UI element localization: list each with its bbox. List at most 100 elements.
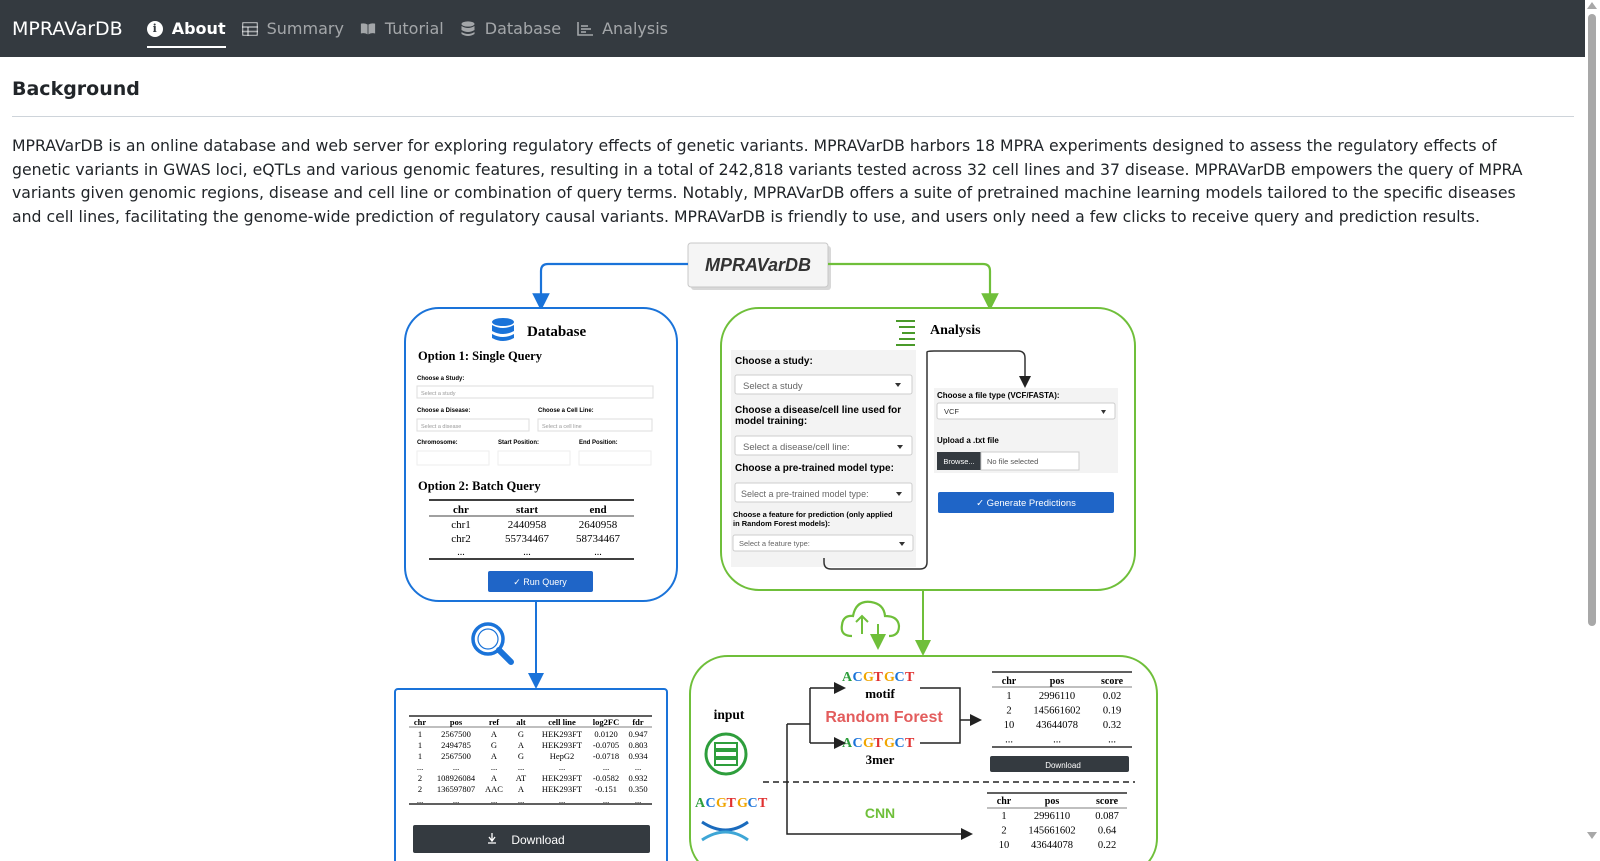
results-cell: ... [603,795,609,805]
score-cell: 145661602 [1028,826,1075,837]
results-header: pos [450,717,463,727]
nav-item-about[interactable]: i About [139,0,234,57]
results-cell: ... [491,795,497,805]
results-cell: 1 [418,729,422,739]
scroll-down-arrow-icon[interactable] [1587,832,1597,839]
base-letter: G [884,736,895,751]
results-cell: ... [417,762,423,772]
score-header: score [1096,796,1119,807]
database-panel: Database Option 1: Single Query Choose a… [404,307,678,602]
generate-predictions-label: ✓ Generate Predictions [976,498,1076,509]
scroll-up-arrow-icon[interactable] [1587,2,1597,9]
results-cell: A [518,740,525,750]
results-cell: ... [559,762,565,772]
score-cell: 2 [1006,706,1011,717]
main-content: Background MPRAVarDB is an online databa… [12,57,1574,228]
score-cell: 2 [1001,826,1006,837]
results-header: fdr [632,717,644,727]
study-label: Choose a Study: [417,376,464,382]
diagram-title-box: MPRAVarDB [687,242,831,290]
motif-label: motif [865,686,895,701]
results-cell: A [518,784,525,794]
results-cell: ... [453,762,459,772]
run-query-button [488,571,593,592]
results-cell: AT [516,773,527,783]
results-cell: HEK293FT [542,729,583,739]
results-cell: 2567500 [441,729,471,739]
analysis-panel-title: Analysis [930,323,981,338]
analysis-icon [896,320,915,346]
info-circle-icon: i [146,20,163,37]
base-letter: T [758,796,768,811]
end-position-label: End Position: [579,440,618,446]
score-cell: ... [1053,735,1061,746]
run-query-label: ✓ Run Query [513,577,567,587]
score-cell: ... [1005,735,1013,746]
database-icon [492,318,514,341]
disease-label: Choose a Disease: [417,408,470,414]
start-position-label: Start Position: [498,440,539,446]
cnn-label: CNN [865,805,895,821]
file-type-label: Choose a file type (VCF/FASTA): [937,391,1060,400]
results-cell: 0.0120 [594,729,617,739]
batch-query-label: Option 2: Batch Query [418,479,541,493]
base-letter: C [853,670,863,685]
nav-item-summary[interactable]: Summary [234,0,352,57]
diagram-title: MPRAVarDB [705,255,811,275]
results-cell: 0.350 [628,784,647,794]
results-cell: ... [491,762,497,772]
upload-label: Upload a .txt file [937,436,999,445]
brand-logo[interactable]: MPRAVarDB [12,17,123,40]
results-cell: AAC [485,784,503,794]
batch-cell: chr2 [451,533,471,545]
score-cell: 43644078 [1036,720,1078,731]
rf-download-label: Download [1045,761,1081,770]
batch-cell: 55734467 [505,533,550,545]
score-cell: 10 [1004,720,1015,731]
score-cell: 0.19 [1103,706,1121,717]
score-header: chr [997,796,1012,807]
page-title: Background [12,78,140,100]
page-scrollbar[interactable] [1585,0,1600,861]
base-letter: T [905,670,915,685]
scrollbar-thumb[interactable] [1588,14,1596,626]
cell-line-select: Select a cell line [542,424,582,430]
batch-col-end: end [589,504,606,516]
base-letter: G [884,670,895,685]
results-cell: 2 [418,773,422,783]
analysis-disease-select: Select a disease/cell line: [743,442,850,453]
results-cell: G [518,751,524,761]
score-cell: 2996110 [1034,811,1070,822]
results-cell: ... [559,795,565,805]
analysis-disease-label-2: model training: [735,416,807,427]
batch-cell: 58734467 [576,533,621,545]
generate-predictions-button [938,492,1114,513]
nav-item-label: Tutorial [384,19,444,38]
download-icon [488,833,496,844]
nav-item-analysis[interactable]: Analysis [569,0,676,57]
results-cell: -0.151 [595,784,617,794]
input-label: input [714,707,745,722]
score-cell: 0.22 [1098,840,1116,851]
nav-item-tutorial[interactable]: Tutorial [352,0,452,57]
nav-item-database[interactable]: Database [452,0,569,57]
results-cell: 2494785 [441,740,471,750]
analysis-disease-label: Choose a disease/cell line used for [735,405,901,416]
score-header: pos [1050,676,1065,687]
results-cell: ... [635,762,641,772]
analysis-model-label: Choose a pre-trained model type: [735,463,894,474]
results-cell: 136597807 [437,784,475,794]
results-cell: HEK293FT [542,773,583,783]
batch-cell: ... [594,547,602,558]
results-cell: ... [417,795,423,805]
browse-button: Browse... [943,457,974,466]
results-cell: -0.0718 [593,751,619,761]
results-header: ref [489,717,499,727]
random-forest-label: Random Forest [825,709,943,726]
3mer-label: 3mer [866,752,895,767]
